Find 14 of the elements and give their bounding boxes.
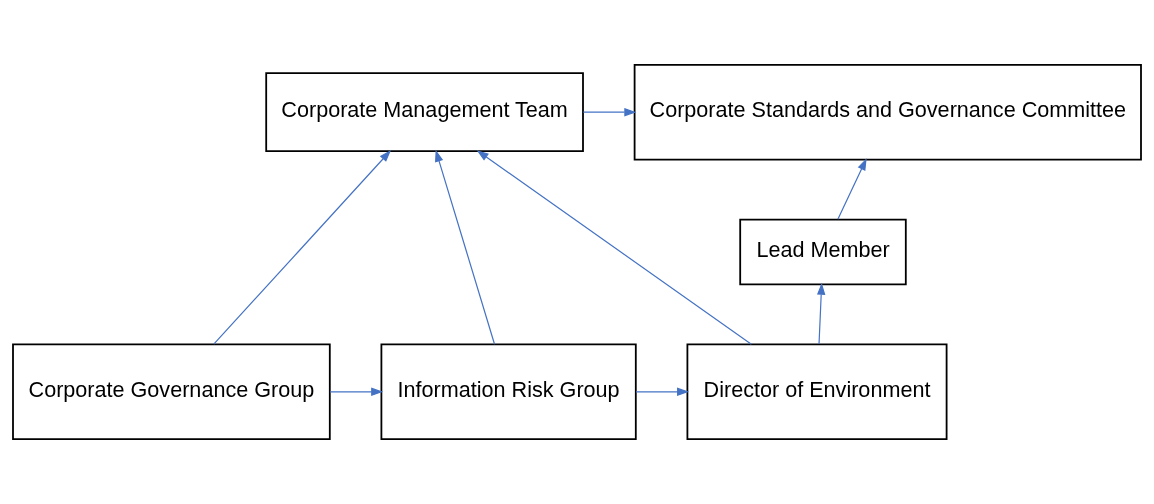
- node-box: Lead Member: [739, 218, 907, 286]
- node-box: Information Risk Group: [380, 343, 637, 441]
- arrow: [837, 158, 867, 220]
- arrow: [582, 108, 637, 117]
- node-box: Corporate Standards and Governance Committee: [633, 63, 1142, 161]
- node-box: Director of Environment: [686, 343, 948, 441]
- arrow: [435, 149, 496, 345]
- node-box: Corporate Governance Group: [12, 343, 331, 441]
- node-box: Corporate Management Team: [265, 72, 584, 153]
- arrow: [635, 387, 690, 396]
- arrow: [476, 150, 752, 345]
- arrow: [213, 150, 392, 345]
- arrow: [816, 282, 826, 345]
- arrow: [329, 387, 384, 396]
